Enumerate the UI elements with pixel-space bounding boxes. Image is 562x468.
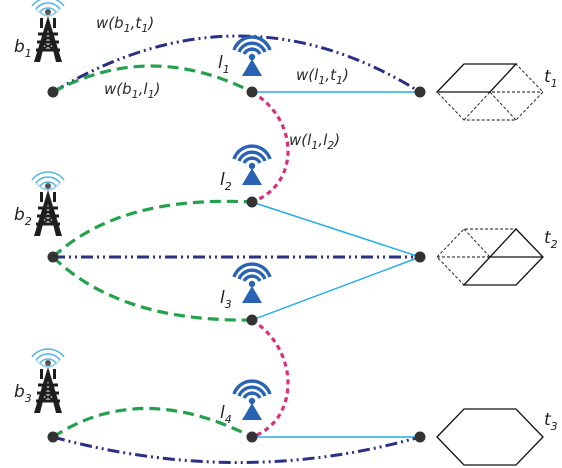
edge-label-l1-l2: w(l1,l2) [289,131,340,152]
node-t1: t1 [414,63,558,121]
node-l3: l3 [220,262,272,326]
node-b2: b2 [14,170,66,263]
edge-b2-l3 [51,255,253,322]
cell-tower-icon [30,0,66,64]
edge-b3-l4 [52,407,253,439]
edge-label-b1-l1: w(b1,l1) [104,80,160,101]
node-l1: l1 [218,35,272,98]
target-tile-t1 [435,63,544,121]
target-tile-t3 [436,408,544,466]
edge-labels: w(b1,t1) w(b1,l1) w(l1,t1) w(l1,l2) [96,14,349,152]
edge-l2-t2 [251,201,421,258]
node-dot-b1 [47,86,59,98]
node-label-l3: l3 [220,288,232,311]
node-dot-l1 [246,86,258,98]
node-dot-l2 [246,196,258,208]
node-dot-t3 [414,431,426,443]
node-l4: l4 [220,379,272,443]
node-label-b3: b3 [14,382,32,405]
node-t3: t3 [414,408,558,466]
node-dot-b3 [47,431,59,443]
node-t2: t2 [414,228,558,286]
node-dot-t1 [414,86,426,98]
node-label-t2: t2 [544,228,558,251]
node-label-b1: b1 [14,37,32,60]
node-label-l4: l4 [220,403,232,426]
cell-tower-icon [30,347,66,415]
wireless-router-icon [232,379,272,422]
node-label-l2: l2 [220,170,232,193]
node-dot-t2 [414,251,426,263]
edge-b1-l1 [52,64,253,94]
edge-label-l1-t1: w(l1,t1) [296,66,349,87]
edge-label-b1-t1: w(b1,t1) [96,14,154,35]
edge-l3-l4 [251,318,290,439]
node-b1: b1 [14,0,66,98]
edge-b2-l2 [51,199,253,259]
edges [51,34,421,464]
node-label-t3: t3 [544,410,558,433]
cell-tower-icon [30,170,66,238]
edge-b1-t1 [52,34,421,94]
edge-l3-t2 [251,256,421,321]
node-dot-l3 [246,314,258,326]
wireless-router-icon [232,35,272,78]
node-dot-l4 [246,431,258,443]
target-tile-t2 [436,228,544,286]
edge-l1-l2 [251,90,290,204]
node-label-l1: l1 [218,53,230,76]
wireless-router-icon [232,144,272,187]
node-label-t1: t1 [544,67,558,90]
wireless-router-icon [232,262,272,305]
edge-b3-t3 [52,435,421,464]
node-l2: l2 [220,144,272,208]
node-b3: b3 [14,347,66,443]
node-dot-b2 [47,251,59,263]
node-label-b2: b2 [14,205,32,228]
